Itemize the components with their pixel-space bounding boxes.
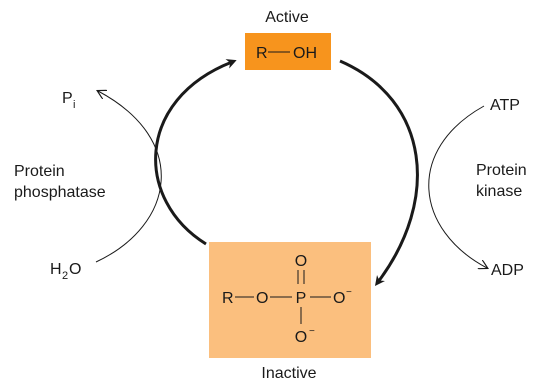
active-state-label: Active	[265, 9, 309, 26]
active-form-oh: OH	[293, 45, 317, 62]
inactive-form-o2: O	[333, 290, 345, 307]
kinase-side-arrow	[428, 105, 487, 268]
water-label-base: H	[50, 261, 62, 278]
inactive-form-o-top: O	[295, 253, 307, 270]
cycle-arrow-dephosphorylation	[154, 59, 237, 246]
phosphatase-label-line2: phosphatase	[14, 184, 106, 201]
cycle-arrow-phosphorylation	[339, 59, 419, 286]
phosphatase-label-line1: Protein	[14, 163, 65, 180]
atp-label: ATP	[490, 97, 520, 114]
kinase-label-line1: Protein	[476, 162, 527, 179]
water-label-rest: O	[69, 261, 81, 278]
adp-label: ADP	[491, 262, 524, 279]
inactive-form-o-bottom-charge: −	[309, 326, 315, 337]
pi-label-base: P	[62, 90, 73, 107]
phosphatase-side-arrow	[95, 91, 162, 263]
inactive-form-p: P	[296, 290, 307, 307]
inactive-state-label: Inactive	[261, 365, 316, 382]
kinase-label-line2: kinase	[476, 183, 522, 200]
inactive-form-o-bottom: O	[295, 329, 307, 346]
inactive-form-o1: O	[256, 290, 268, 307]
inactive-form-box	[209, 242, 371, 358]
inactive-form-o2-charge: −	[346, 287, 352, 298]
pi-label-subscript: i	[73, 99, 75, 111]
water-label-subscript: 2	[62, 270, 68, 282]
inactive-form-r: R	[222, 290, 234, 307]
active-form-r: R	[256, 45, 268, 62]
